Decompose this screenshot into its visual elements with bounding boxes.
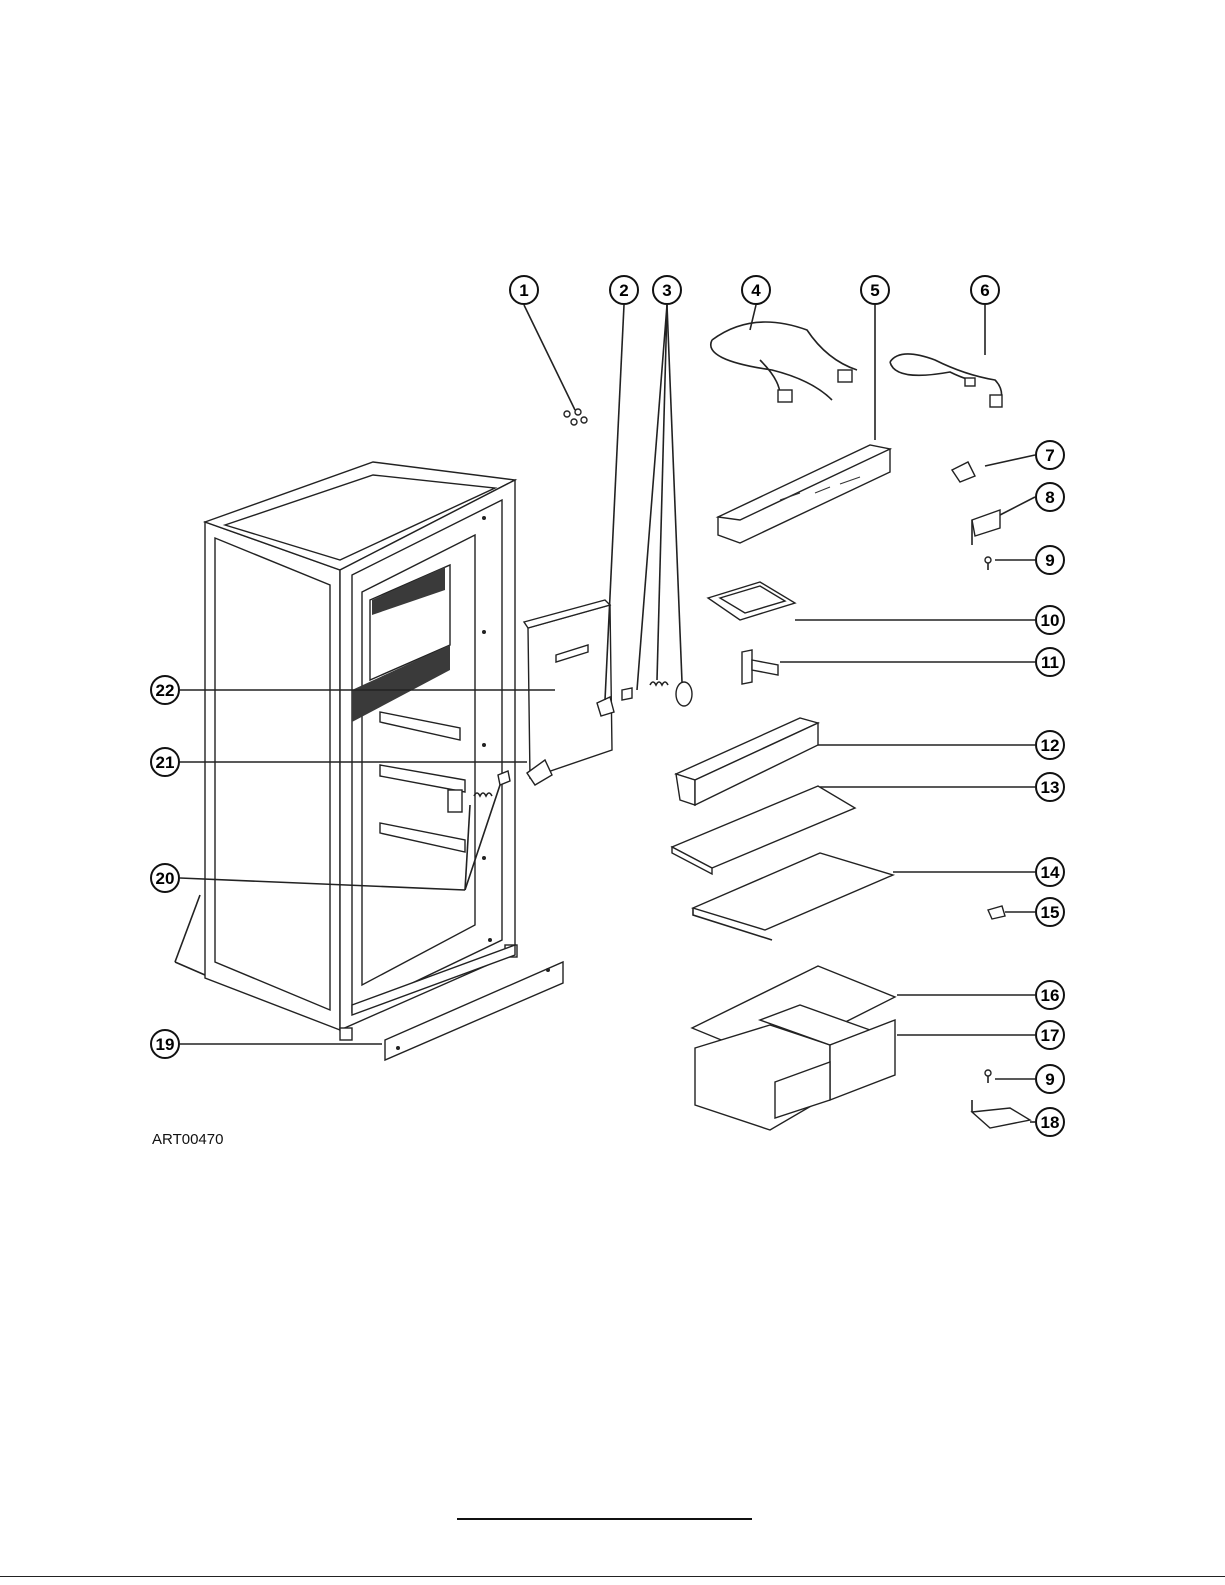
callout-number: 19 <box>156 1035 175 1054</box>
callout-number: 13 <box>1041 778 1060 797</box>
control-housing <box>718 445 890 543</box>
callout-number: 21 <box>156 753 175 772</box>
art-code-label: ART00470 <box>152 1131 223 1148</box>
freezer-door <box>524 600 612 778</box>
callout-number: 8 <box>1045 488 1054 507</box>
callout-4: 4 <box>742 276 770 304</box>
callout-13: 13 <box>1036 773 1064 801</box>
callout-number: 18 <box>1041 1113 1060 1132</box>
cabinet-illustration <box>205 462 517 1040</box>
callout-16: 16 <box>1036 981 1064 1009</box>
wire-harness <box>711 322 857 402</box>
callout-9a: 9 <box>1036 546 1064 574</box>
callout-22: 22 <box>151 676 179 704</box>
callout-10: 10 <box>1036 606 1064 634</box>
callout-11: 11 <box>1036 648 1064 676</box>
callout-9b: 9 <box>1036 1065 1064 1093</box>
small-parts <box>952 462 1000 1083</box>
callout-number: 20 <box>156 869 175 888</box>
callout-number: 22 <box>156 681 175 700</box>
shelf-clip <box>988 906 1005 919</box>
center-rule <box>457 1518 752 1520</box>
callout-21: 21 <box>151 748 179 776</box>
callout-number: 11 <box>1041 653 1059 672</box>
callout-14: 14 <box>1036 858 1064 886</box>
callout-number: 6 <box>980 281 989 300</box>
callout-17: 17 <box>1036 1021 1064 1049</box>
callout-number: 17 <box>1041 1026 1060 1045</box>
callout-6: 6 <box>971 276 999 304</box>
callout-18: 18 <box>1036 1108 1064 1136</box>
callout-number: 9 <box>1045 551 1054 570</box>
crisper-assembly <box>692 966 895 1130</box>
bracket <box>742 650 778 684</box>
screws-set <box>564 409 587 425</box>
callout-12: 12 <box>1036 731 1064 759</box>
callout-number: 16 <box>1041 986 1060 1005</box>
callout-number: 4 <box>751 281 761 300</box>
wire-shelf-lower <box>693 853 893 940</box>
callout-number: 1 <box>519 281 528 300</box>
callout-number: 3 <box>662 281 671 300</box>
footer-rule <box>0 1576 1225 1577</box>
callout-20: 20 <box>151 864 179 892</box>
callout-number: 12 <box>1041 736 1060 755</box>
callout-5: 5 <box>861 276 889 304</box>
callout-8: 8 <box>1036 483 1064 511</box>
callout-number: 9 <box>1045 1070 1054 1089</box>
hinge-bracket-bottom <box>972 1100 1030 1128</box>
callout-number: 5 <box>870 281 879 300</box>
callout-number: 7 <box>1045 446 1054 465</box>
callout-number: 10 <box>1041 611 1060 630</box>
drip-tray <box>676 718 818 805</box>
callout-3: 3 <box>653 276 681 304</box>
callout-15: 15 <box>1036 898 1064 926</box>
callout-7: 7 <box>1036 441 1064 469</box>
callout-number: 15 <box>1041 903 1060 922</box>
callout-19: 19 <box>151 1030 179 1058</box>
ice-tray <box>708 582 795 620</box>
callout-number: 14 <box>1041 863 1060 882</box>
callout-1: 1 <box>510 276 538 304</box>
power-cord <box>890 354 1002 407</box>
callout-number: 2 <box>619 281 628 300</box>
callout-2: 2 <box>610 276 638 304</box>
